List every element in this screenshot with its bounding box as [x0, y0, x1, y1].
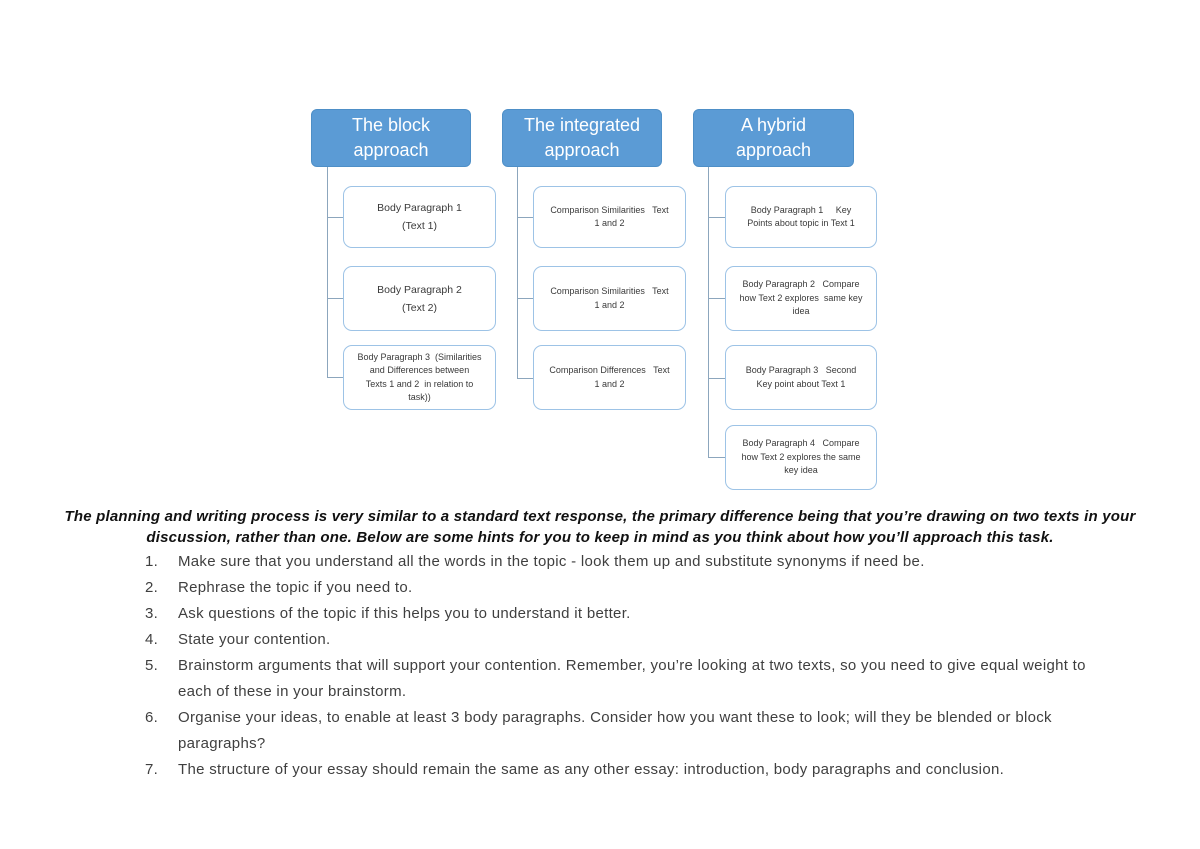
diagram-box-integrated-1: Comparison Similarities Text 1 and 2: [533, 186, 686, 248]
connector-line: [517, 217, 533, 218]
list-item-number: 2.: [145, 579, 159, 596]
connector-line: [708, 167, 709, 457]
list-item: 5. Brainstorm arguments that will suppor…: [145, 653, 1095, 705]
diagram-box-hybrid-3: Body Paragraph 3 Second Key point about …: [725, 345, 877, 410]
intro-paragraph: The planning and writing process is very…: [64, 508, 1136, 546]
connector-line: [517, 378, 533, 379]
header-block-approach: The block approach: [311, 109, 471, 167]
list-item: 4. State your contention.: [145, 627, 1095, 653]
list-item-number: 4.: [145, 631, 159, 648]
connector-line: [517, 167, 518, 378]
connector-line: [708, 298, 725, 299]
connector-line: [708, 217, 725, 218]
diagram-box-integrated-2: Comparison Similarities Text 1 and 2: [533, 266, 686, 331]
hints-list: 1. Make sure that you understand all the…: [145, 549, 1095, 783]
list-item-text: Ask questions of the topic if this helps…: [178, 605, 631, 622]
connector-line: [708, 457, 725, 458]
list-item: 6. Organise your ideas, to enable at lea…: [145, 705, 1095, 757]
list-item-number: 7.: [145, 761, 159, 778]
diagram-box-hybrid-1: Body Paragraph 1 Key Points about topic …: [725, 186, 877, 248]
diagram-box-block-3: Body Paragraph 3 (Similarities and Diffe…: [343, 345, 496, 410]
list-item-text: The structure of your essay should remai…: [178, 761, 1005, 778]
list-item: 1. Make sure that you understand all the…: [145, 549, 1095, 575]
diagram-box-integrated-3: Comparison Differences Text 1 and 2: [533, 345, 686, 410]
list-item-text: Organise your ideas, to enable at least …: [178, 709, 1052, 752]
list-item-text: Brainstorm arguments that will support y…: [178, 657, 1086, 700]
diagram-box-hybrid-4: Body Paragraph 4 Compare how Text 2 expl…: [725, 425, 877, 490]
diagram-box-block-2: Body Paragraph 2 (Text 2): [343, 266, 496, 331]
list-item-number: 3.: [145, 605, 159, 622]
diagram-box-hybrid-2: Body Paragraph 2 Compare how Text 2 expl…: [725, 266, 877, 331]
header-integrated-approach: The integrated approach: [502, 109, 662, 167]
list-item: 2. Rephrase the topic if you need to.: [145, 575, 1095, 601]
connector-line: [327, 217, 343, 218]
list-item-text: State your contention.: [178, 631, 331, 648]
diagram-box-block-1: Body Paragraph 1 (Text 1): [343, 186, 496, 248]
list-item: 3. Ask questions of the topic if this he…: [145, 601, 1095, 627]
connector-line: [327, 377, 343, 378]
connector-line: [327, 167, 328, 378]
list-item-text: Rephrase the topic if you need to.: [178, 579, 413, 596]
connector-line: [708, 378, 725, 379]
list-item: 7. The structure of your essay should re…: [145, 757, 1095, 783]
header-hybrid-approach: A hybrid approach: [693, 109, 854, 167]
connector-line: [517, 298, 533, 299]
list-item-number: 1.: [145, 553, 159, 570]
list-item-text: Make sure that you understand all the wo…: [178, 553, 925, 570]
list-item-number: 6.: [145, 709, 159, 726]
list-item-number: 5.: [145, 657, 159, 674]
connector-line: [327, 298, 343, 299]
